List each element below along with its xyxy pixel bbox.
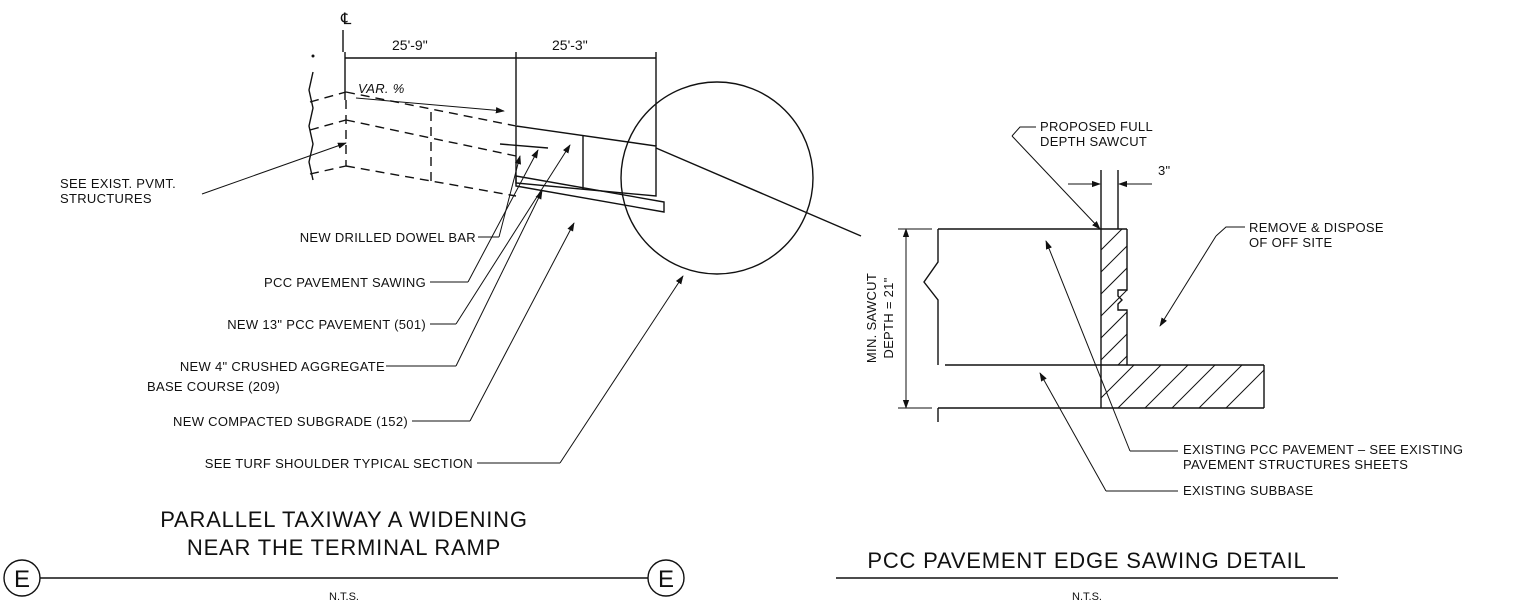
leader-base (455, 190, 543, 367)
dimension-text-1: 25'-9" (392, 37, 428, 53)
aggregate-base-course (515, 175, 665, 213)
callout-exist-pvmt-line-2: STRUCTURES (60, 191, 152, 206)
right-title: PCC PAVEMENT EDGE SAWING DETAIL (867, 548, 1306, 573)
existing-pavement-bottom-left (309, 119, 347, 131)
depth-label-line-2: DEPTH = 21" (881, 277, 896, 358)
existing-subbase-left (309, 165, 347, 175)
pavement-break-line (923, 229, 939, 365)
break-line (308, 71, 314, 181)
width-dimension: 3" (1158, 163, 1171, 178)
existing-pcc-label-line-2: PAVEMENT STRUCTURES SHEETS (1183, 457, 1408, 472)
section-marker-right (647, 559, 685, 597)
callout-exist-pvmt-line-1: SEE EXIST. PVMT. (60, 176, 176, 191)
leader-subgrade (469, 222, 575, 422)
right-scale-note: N.T.S. (1072, 591, 1102, 603)
callout-base-line-1: NEW 4" CRUSHED AGGREGATE (180, 359, 385, 374)
remove-label-line-1: REMOVE & DISPOSE (1249, 220, 1384, 235)
existing-pcc-leader (1045, 240, 1131, 452)
callout-turf-shoulder: SEE TURF SHOULDER TYPICAL SECTION (205, 456, 473, 471)
leader-dowel (498, 155, 522, 238)
slope-label: VAR. % (358, 81, 405, 96)
centerline-dot (311, 54, 315, 58)
taxiway-widening-section: ℄ 25'-9" 25'-3" VAR. % (3, 11, 862, 603)
section-marker-left-letter: E (14, 566, 30, 593)
existing-subbase (345, 165, 517, 197)
remove-leader-top (1215, 226, 1245, 237)
new-pcc-pavement (515, 125, 657, 197)
sawcut-leader-top (1011, 126, 1036, 137)
callout-pcc-sawing: PCC PAVEMENT SAWING (264, 275, 426, 290)
sawcut-label-line-1: PROPOSED FULL (1040, 119, 1153, 134)
existing-subbase-label: EXISTING SUBBASE (1183, 483, 1314, 498)
callout-base-line-2: BASE COURSE (209) (147, 379, 280, 394)
sawcut-label-line-2: DEPTH SAWCUT (1040, 134, 1147, 149)
callout-dowel-bar: NEW DRILLED DOWEL BAR (300, 230, 476, 245)
sawcut-leader (1011, 135, 1101, 230)
dowel-bar (499, 143, 549, 149)
left-scale-note: N.T.S. (329, 591, 359, 603)
depth-label-line-1: MIN. SAWCUT (864, 273, 879, 363)
section-marker-left (3, 559, 41, 597)
removal-edge (1117, 229, 1128, 365)
callout-subgrade: NEW COMPACTED SUBGRADE (152) (173, 414, 408, 429)
edge-sawing-detail: 3" MIN. SAWCUT DEPTH = 21" PROPOSED FULL… (836, 119, 1463, 603)
leader-pcc (455, 144, 571, 325)
existing-pcc-label-line-1: EXISTING PCC PAVEMENT – SEE EXISTING (1183, 442, 1463, 457)
remove-leader (1159, 235, 1217, 327)
remove-label-line-2: OF OFF SITE (1249, 235, 1332, 250)
leader-turf (559, 275, 684, 464)
detail-callout-leader (655, 147, 862, 237)
callout-new-pcc-pavement: NEW 13" PCC PAVEMENT (501) (227, 317, 426, 332)
detail-callout-circle (620, 81, 814, 275)
dimension-text-2: 25'-3" (552, 37, 588, 53)
left-title-line-1: PARALLEL TAXIWAY A WIDENING (160, 507, 528, 532)
section-marker-right-letter: E (658, 566, 674, 593)
leader-exist-pvmt (201, 142, 347, 195)
existing-pavement-top-left (309, 91, 347, 103)
existing-subbase-leader (1039, 372, 1107, 492)
leader-sawing (467, 149, 539, 283)
left-title-line-2: NEAR THE TERMINAL RAMP (187, 535, 501, 560)
centerline-symbol: ℄ (340, 11, 352, 28)
removed-pavement-hatch (1101, 229, 1127, 365)
slope-arrow (355, 97, 505, 114)
removed-subbase-hatch (1101, 365, 1264, 408)
